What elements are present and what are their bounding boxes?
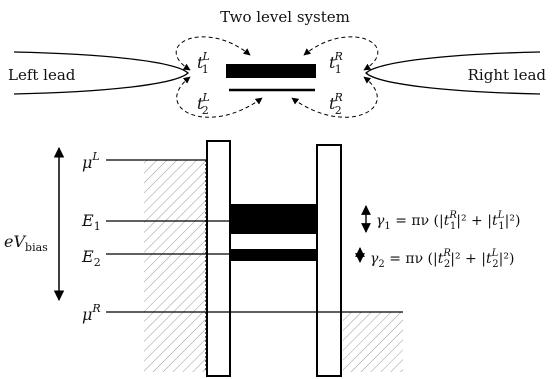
label-mu-R: μR (82, 302, 101, 324)
right-lead-label: Right lead (468, 66, 547, 84)
hop-arrow-t1L (175, 36, 251, 71)
hop-arrow-t2L (176, 76, 263, 118)
level-1-bar (226, 64, 316, 78)
hop-arrow-t1R (303, 36, 379, 71)
label-E1: E1 (81, 211, 101, 233)
label-eV-bias: eVbias (4, 232, 48, 254)
level-E2-broadened (230, 249, 317, 261)
right-barrier (316, 144, 342, 377)
label-mu-L: μL (82, 150, 100, 172)
right-lead-shape (365, 51, 541, 95)
left-lead-label: Left lead (8, 66, 76, 84)
label-E2: E2 (81, 247, 101, 269)
left-lead-shape (13, 51, 189, 95)
right-lead-fermi-sea (343, 312, 403, 372)
left-barrier (206, 140, 231, 377)
hop-arrow-t2R (291, 76, 378, 118)
level-E1-broadened (230, 204, 317, 234)
left-lead-fermi-sea (144, 160, 207, 372)
diagram-title: Two level system (220, 8, 350, 26)
